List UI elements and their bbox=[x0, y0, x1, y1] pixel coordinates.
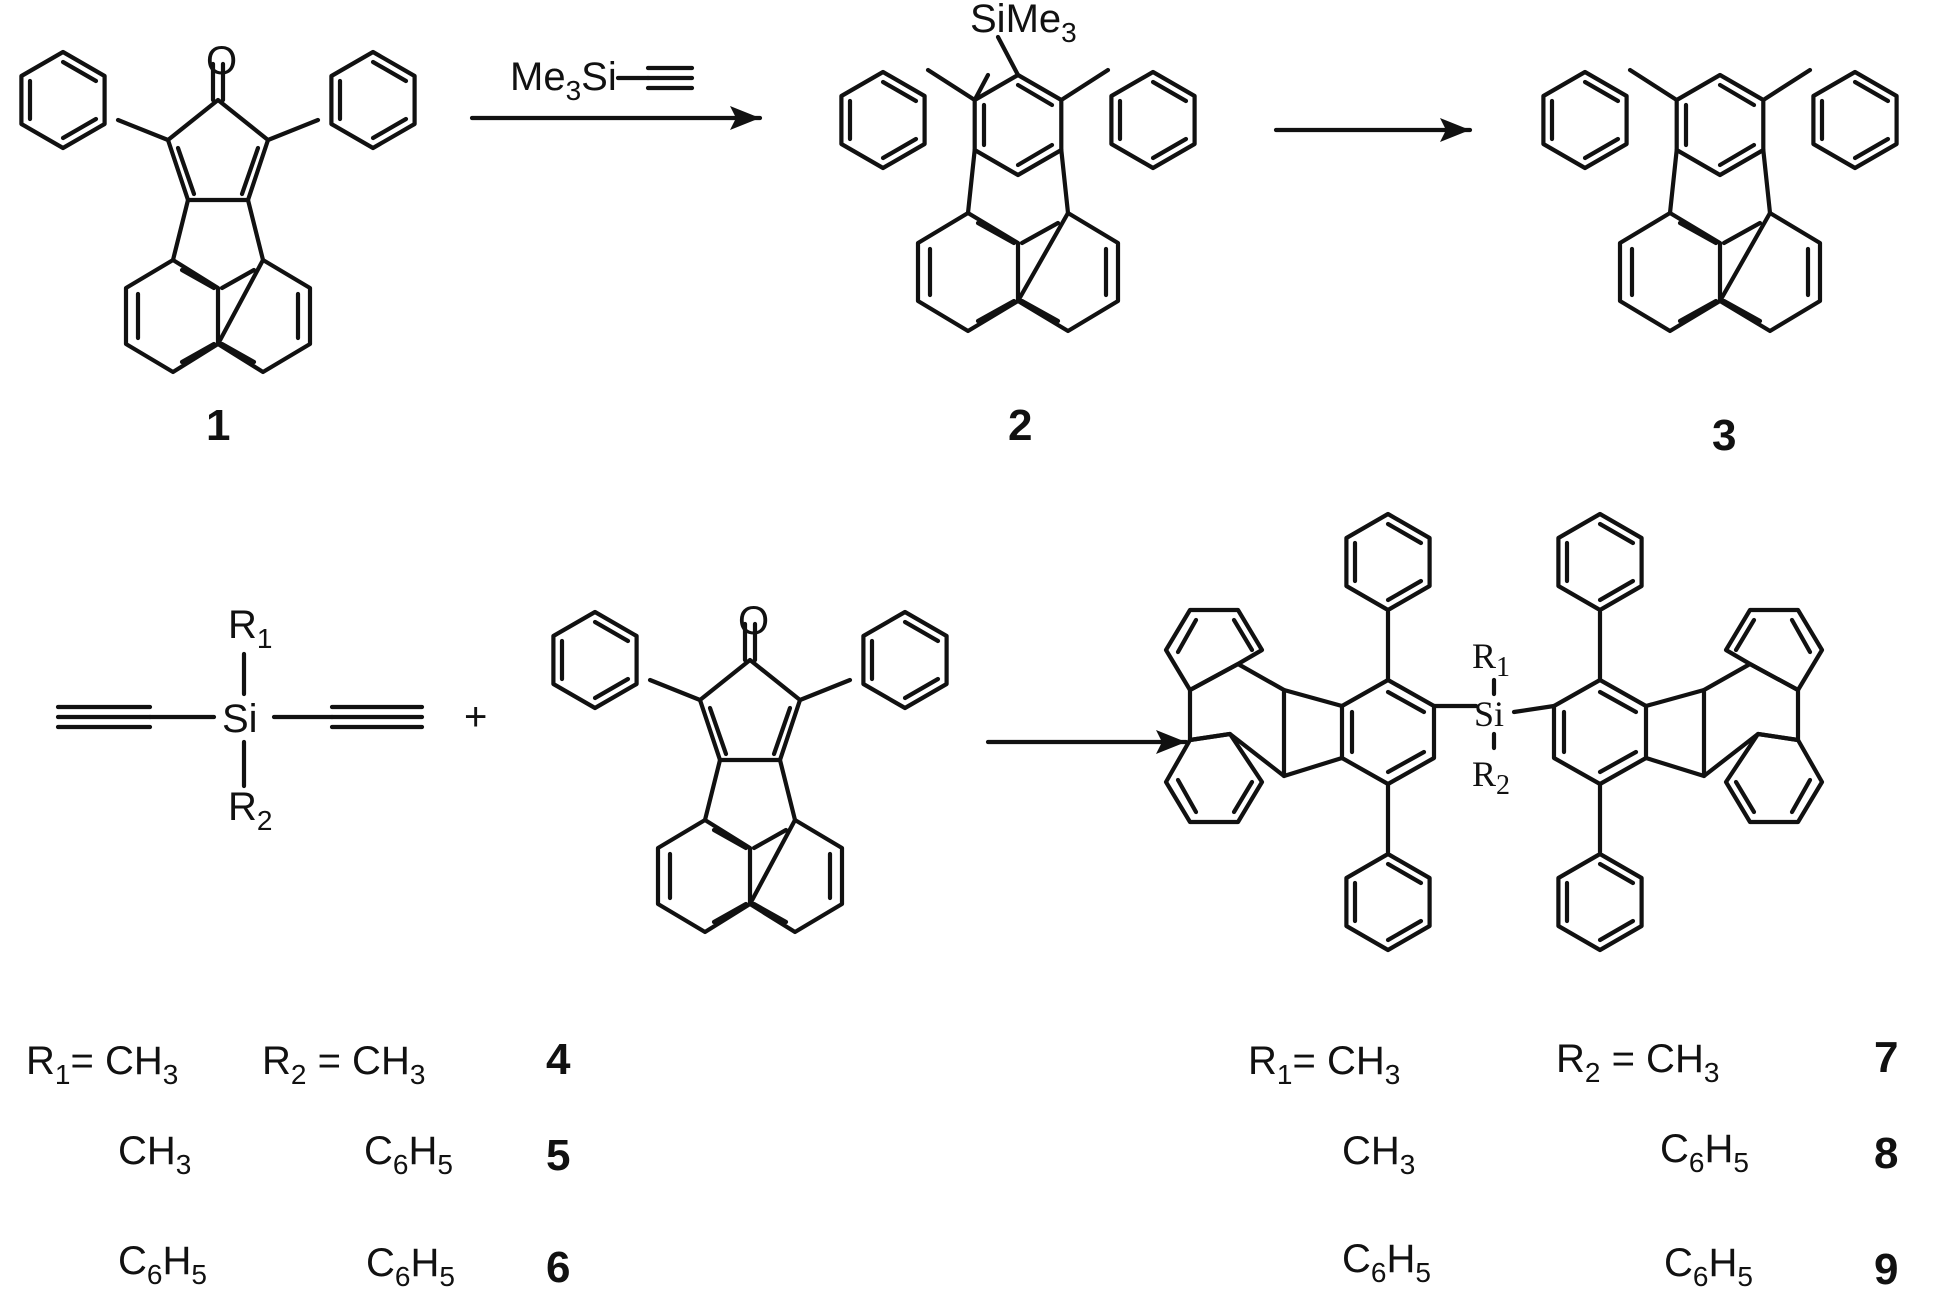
table-right-row2-r1: CH3 bbox=[1342, 1129, 1415, 1180]
reagent-me3si: Me3Si bbox=[510, 55, 617, 106]
ketone-reactant-oxygen: O bbox=[738, 599, 769, 643]
compound-number-2: 2 bbox=[1008, 401, 1032, 450]
silane-r2: R2 bbox=[228, 785, 272, 836]
compound-2-sime3: SiMe3 bbox=[970, 0, 1077, 48]
compound-number-7: 7 bbox=[1874, 1033, 1898, 1082]
compound-number-1: 1 bbox=[206, 401, 230, 450]
table-left-header-r2: R2 = CH3 bbox=[262, 1039, 425, 1090]
silane-si: Si bbox=[222, 697, 258, 741]
product-left-unit bbox=[1163, 607, 1479, 855]
table-right-row3-r1: C6H5 bbox=[1342, 1237, 1431, 1288]
silane-r1: R1 bbox=[228, 603, 272, 654]
table-left-header-r1: R1= CH3 bbox=[26, 1039, 178, 1090]
table-right-header-r1: R1= CH3 bbox=[1248, 1039, 1400, 1090]
product-right-phenyl-bottom bbox=[1558, 854, 1641, 950]
compound-number-6: 6 bbox=[546, 1243, 570, 1292]
table-left-row2-r1: CH3 bbox=[118, 1129, 191, 1180]
compound-2-structure bbox=[841, 34, 1194, 331]
table-left-row2-r2: C6H5 bbox=[364, 1129, 453, 1180]
product-left-phenyl-top bbox=[1346, 514, 1429, 610]
product-right-phenyl-top bbox=[1558, 514, 1641, 610]
reaction-arrow-2-head bbox=[1440, 118, 1470, 142]
product-left-phenyl-bottom bbox=[1346, 854, 1429, 950]
product-right-unit bbox=[1511, 607, 1825, 855]
compound-number-3: 3 bbox=[1712, 411, 1736, 460]
product-r2: R2 bbox=[1472, 754, 1510, 801]
reaction-arrow-3-head bbox=[1156, 730, 1186, 754]
table-right-row3-r2: C6H5 bbox=[1664, 1241, 1753, 1292]
reaction-arrow-1-head bbox=[730, 106, 760, 130]
table-right-header-r2: R2 = CH3 bbox=[1556, 1037, 1719, 1088]
compound-1-structure bbox=[21, 52, 414, 372]
table-right-row2-r2: C6H5 bbox=[1660, 1127, 1749, 1178]
ketone-reactant-structure bbox=[553, 612, 946, 932]
compound-number-9: 9 bbox=[1874, 1245, 1898, 1294]
compound-number-8: 8 bbox=[1874, 1129, 1898, 1178]
compound-3-structure bbox=[1543, 70, 1896, 331]
table-left-row3-r1: C6H5 bbox=[118, 1239, 207, 1290]
plus-sign: + bbox=[464, 695, 487, 739]
compound-number-5: 5 bbox=[546, 1131, 570, 1180]
product-si: Si bbox=[1474, 694, 1504, 734]
table-left-row3-r2: C6H5 bbox=[366, 1241, 455, 1292]
product-r1: R1 bbox=[1472, 636, 1510, 683]
compound-1-oxygen: O bbox=[206, 39, 237, 83]
silane-structure bbox=[55, 651, 425, 789]
compound-number-4: 4 bbox=[546, 1035, 571, 1084]
